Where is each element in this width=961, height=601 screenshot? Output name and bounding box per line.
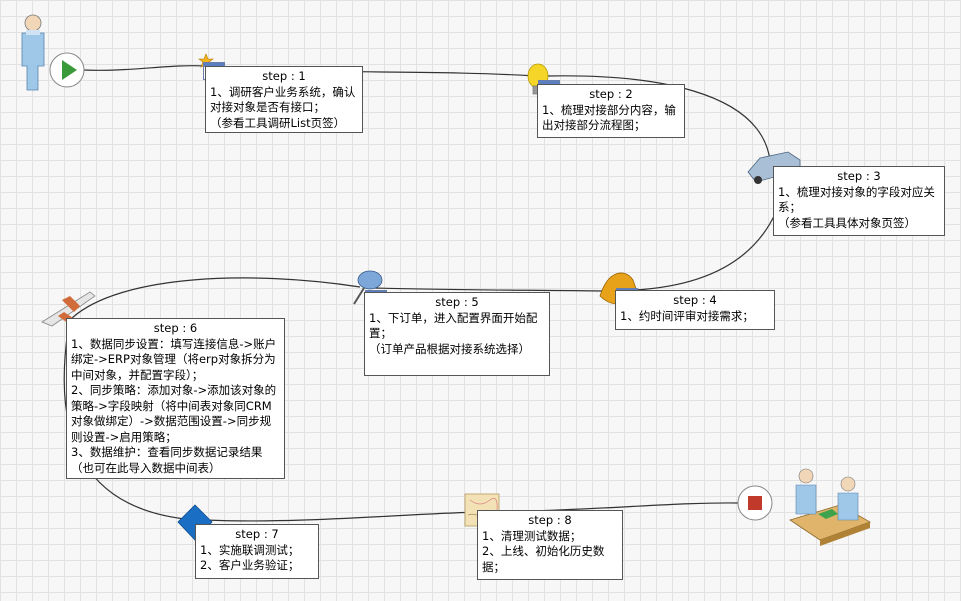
person-icon [21,14,45,91]
step-node-4[interactable]: step : 4 1、约时间评审对接需求； [615,290,775,330]
step-node-7[interactable]: step : 7 1、实施联调测试； 2、客户业务验证； [195,524,319,579]
pushpin-icon [353,270,383,305]
step-title: step : 1 [262,69,306,83]
step-node-5[interactable]: step : 5 1、下订单，进入配置界面开始配置； （订单产品根据对接系统选择… [364,292,550,376]
step-title: step : 8 [528,513,572,527]
step-body: 1、梳理对接部分内容，输出对接部分流程图； [542,102,676,133]
step-node-3[interactable]: step : 3 1、梳理对接对象的字段对应关系； （参看工具具体对象页签） [773,166,945,236]
step-body: 1、清理测试数据； 2、上线、初始化历史数据； [482,528,605,574]
step-title: step : 4 [673,293,717,307]
connector-step2-step3 [547,75,771,161]
step-title: step : 5 [435,295,479,309]
step-node-6[interactable]: step : 6 1、数据同步设置：填写连接信息->账户绑定->ERP对象管理（… [66,318,285,479]
step-body: 1、调研客户业务系统，确认对接对象是否有接口； （参看工具调研List页签） [210,84,356,130]
step-body: 1、实施联调测试； 2、客户业务验证； [200,542,300,573]
step-title: step : 2 [589,87,633,101]
start-button-icon[interactable] [49,52,85,88]
connector-start-step1 [83,65,206,71]
step-node-2[interactable]: step : 2 1、梳理对接部分内容，输出对接部分流程图； [537,84,685,138]
step-title: step : 6 [153,321,198,335]
step-body: 1、数据同步设置：填写连接信息->账户绑定->ERP对象管理（将erp对象拆分为… [71,336,277,475]
connector-step5-step6 [71,277,361,319]
step-title: step : 7 [235,527,279,541]
meeting-icon [789,468,871,546]
step-node-1[interactable]: step : 1 1、调研客户业务系统，确认对接对象是否有接口； （参看工具调研… [205,66,363,133]
step-title: step : 3 [837,169,881,183]
stop-button-icon[interactable] [737,485,773,521]
connector-step3-step4 [634,184,786,291]
step-body: 1、下订单，进入配置界面开始配置； （订单产品根据对接系统选择） [369,310,538,356]
step-body: 1、梳理对接对象的字段对应关系； （参看工具具体对象页签） [778,184,935,230]
step-body: 1、约时间评审对接需求； [620,308,754,323]
connector-step4-step5 [374,287,606,292]
connector-step7-step8 [204,511,481,522]
step-node-8[interactable]: step : 8 1、清理测试数据； 2、上线、初始化历史数据； [477,510,623,580]
